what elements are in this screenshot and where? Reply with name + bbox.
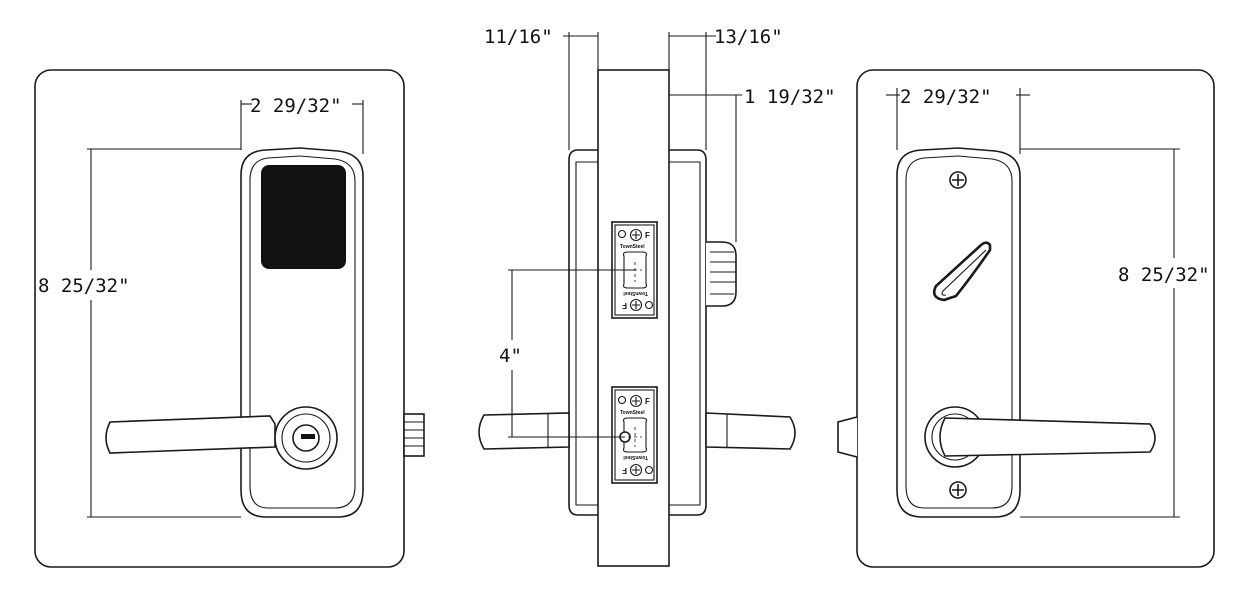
outside-trim-profile — [568, 149, 598, 516]
front-door-panel — [34, 69, 405, 568]
front-escutcheon-inner — [249, 155, 356, 509]
thumb-turn-icon — [932, 241, 992, 302]
back-escutcheon-inner — [905, 155, 1013, 509]
inside-lever-side — [705, 412, 796, 450]
front-height-dimension: 8 25/32" — [38, 275, 130, 297]
strike-brand-bottom-flipped: TownSteel — [623, 454, 648, 460]
latch-bolt-face-bottom — [622, 417, 648, 453]
strike-mark-bottom-flipped: F — [622, 466, 627, 475]
front-spindle-stub — [403, 413, 425, 457]
back-height-dimension: 8 25/32" — [1118, 264, 1210, 286]
front-width-dimension: 2 29/32" — [250, 95, 342, 117]
strike-brand-top-flipped: TownSteel — [623, 290, 648, 296]
thumb-turn-side — [706, 241, 737, 307]
strike-brand-bottom: TownSteel — [620, 410, 645, 416]
outside-lever-side — [478, 412, 570, 450]
outer-backset-dimension: 11/16" — [484, 26, 553, 48]
back-spindle-stub — [837, 416, 858, 458]
back-view: 2 29/32" 8 25/32" — [837, 69, 1215, 568]
front-lever-handle — [105, 415, 276, 454]
door-edge-profile — [597, 69, 670, 567]
card-reader-pad — [261, 165, 346, 269]
strike-mark-top-flipped: F — [622, 301, 627, 310]
strike-brand-top: TownSteel — [620, 244, 645, 250]
strike-mark-bottom: F — [645, 397, 650, 406]
back-door-panel — [856, 69, 1215, 568]
side-view: F TownSteel TownSteel F F TownSteel Town… — [478, 26, 836, 567]
spacing-dimension: 4" — [499, 345, 522, 367]
front-view: 2 29/32" 8 25/32" — [34, 69, 425, 568]
strike-mark-top: F — [645, 231, 650, 240]
back-width-dimension: 2 29/32" — [900, 86, 992, 108]
depth-dimension: 1 19/32" — [744, 86, 836, 108]
latch-bolt-face-top — [622, 251, 648, 289]
inner-backset-dimension: 13/16" — [714, 26, 783, 48]
back-lever-handle — [939, 417, 1156, 457]
inside-trim-profile — [669, 149, 707, 516]
